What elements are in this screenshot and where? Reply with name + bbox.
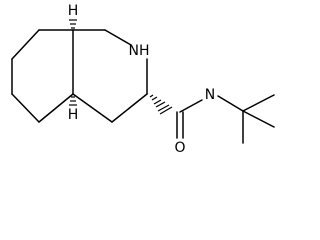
- tert-butyl-group: [217, 94, 275, 144]
- bond: [104, 29, 132, 46]
- bond: [217, 95, 244, 112]
- bond: [11, 29, 40, 60]
- amide-cn-bond: [179, 99, 203, 113]
- bond: [72, 93, 113, 123]
- cyclohexane-ring: [11, 29, 74, 123]
- bond: [242, 94, 275, 112]
- hashed-wedge-bottom-h: [69, 96, 77, 106]
- bond: [111, 93, 148, 123]
- carboxamide-group: [176, 99, 203, 139]
- atom-label-n-amide: N: [205, 87, 215, 103]
- bond: [242, 110, 275, 128]
- atom-label-nh: NH: [129, 43, 150, 59]
- molecule-structure: NH N O H H: [11, 3, 275, 156]
- hashed-wedge-carboxamide: [149, 94, 173, 115]
- bond: [11, 93, 40, 123]
- hashed-wedge-top-h: [69, 19, 77, 29]
- piperidine-ring: [72, 29, 148, 123]
- bond: [38, 93, 74, 123]
- atom-label-o: O: [174, 140, 185, 156]
- atom-label-h-top: H: [68, 3, 79, 19]
- atom-label-h-bottom: H: [68, 107, 79, 123]
